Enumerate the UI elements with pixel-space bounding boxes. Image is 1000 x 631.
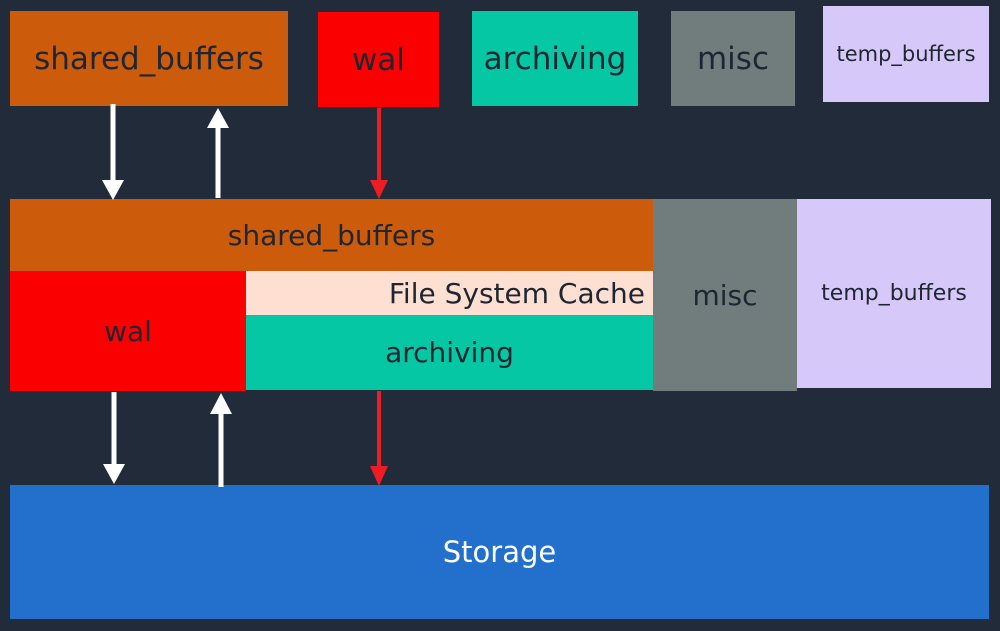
memory-archiving-region: archiving bbox=[246, 315, 653, 390]
memory-temp-buffers-region: temp_buffers bbox=[797, 199, 991, 388]
top-archiving-box: archiving bbox=[472, 11, 638, 106]
memory-shared-buffers-region: shared_buffers bbox=[10, 199, 653, 271]
file-system-cache-region: File System Cache bbox=[246, 271, 653, 315]
storage-block: Storage bbox=[10, 485, 989, 619]
top-misc-box: misc bbox=[671, 11, 795, 106]
top-wal-box: wal bbox=[318, 12, 439, 107]
top-shared-buffers-box: shared_buffers bbox=[10, 11, 288, 106]
arrow-down-memory-to-storage bbox=[103, 392, 125, 484]
arrow-down-wal-to-memory bbox=[370, 108, 388, 199]
memory-wal-region: wal bbox=[10, 271, 246, 391]
memory-misc-region: misc bbox=[653, 199, 797, 391]
arrow-down-archiving-to-storage bbox=[370, 391, 388, 486]
arrow-down-shared-buffers-to-memory bbox=[102, 104, 124, 200]
arrow-up-memory-to-shared-buffers bbox=[207, 108, 229, 198]
top-temp-buffers-box: temp_buffers bbox=[823, 6, 989, 102]
arrow-up-storage-to-memory bbox=[210, 393, 232, 487]
